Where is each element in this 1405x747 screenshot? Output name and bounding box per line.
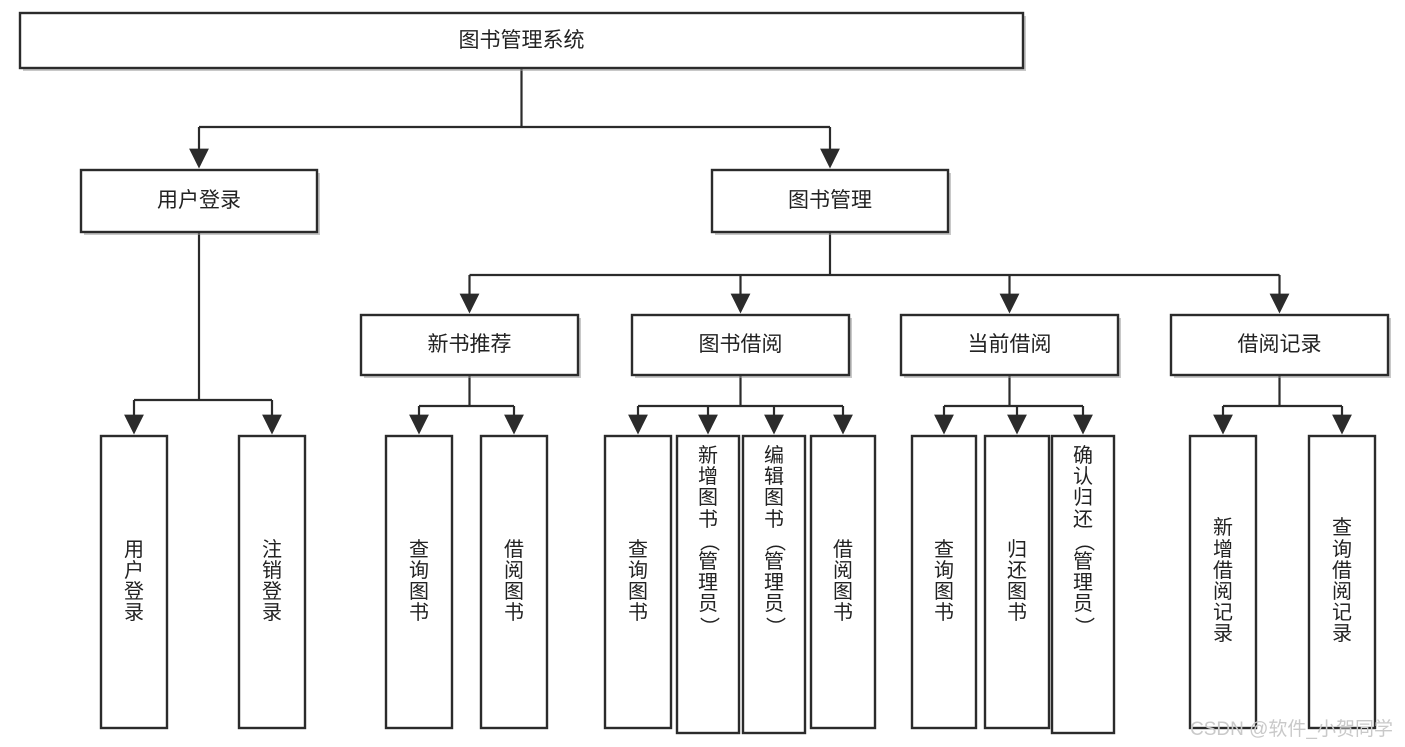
edge-group — [124, 68, 1352, 435]
leaf-box-user-logout[interactable] — [237, 434, 307, 730]
node-book-borrow[interactable]: 图书借阅 — [630, 313, 852, 378]
leaf-box-edit-book[interactable] — [741, 434, 807, 735]
node-root[interactable]: 图书管理系统 — [18, 11, 1026, 71]
leaf-box-query-book-1[interactable] — [384, 434, 454, 730]
leaf-box-group — [99, 434, 1377, 735]
node-borrow-records[interactable]: 借阅记录 — [1169, 313, 1391, 378]
node-current-borrow[interactable]: 当前借阅 — [899, 313, 1121, 378]
leaf-box-borrow-book-1[interactable] — [479, 434, 549, 730]
leaf-box-query-book-3[interactable] — [910, 434, 978, 730]
leaf-box-add-record[interactable] — [1188, 434, 1258, 730]
leaf-box-return-book[interactable] — [983, 434, 1051, 730]
node-new-book-recommend-label: 新书推荐 — [428, 333, 512, 356]
node-borrow-records-label: 借阅记录 — [1238, 333, 1322, 356]
node-book-borrow-label: 图书借阅 — [699, 333, 783, 356]
leaf-box-borrow-book-2[interactable] — [809, 434, 877, 730]
node-book-management[interactable]: 图书管理 — [710, 168, 951, 235]
node-user-login-label: 用户登录 — [157, 189, 241, 212]
node-current-borrow-label: 当前借阅 — [968, 333, 1052, 356]
leaf-box-confirm-return[interactable] — [1050, 434, 1116, 735]
node-user-login[interactable]: 用户登录 — [79, 168, 320, 235]
node-new-book-recommend[interactable]: 新书推荐 — [359, 313, 581, 378]
node-root-label: 图书管理系统 — [459, 29, 585, 52]
leaf-box-query-book-2[interactable] — [603, 434, 673, 730]
leaf-box-user-login[interactable] — [99, 434, 169, 730]
leaf-box-query-record[interactable] — [1307, 434, 1377, 730]
leaf-box-add-book[interactable] — [675, 434, 741, 735]
node-book-management-label: 图书管理 — [788, 189, 872, 212]
